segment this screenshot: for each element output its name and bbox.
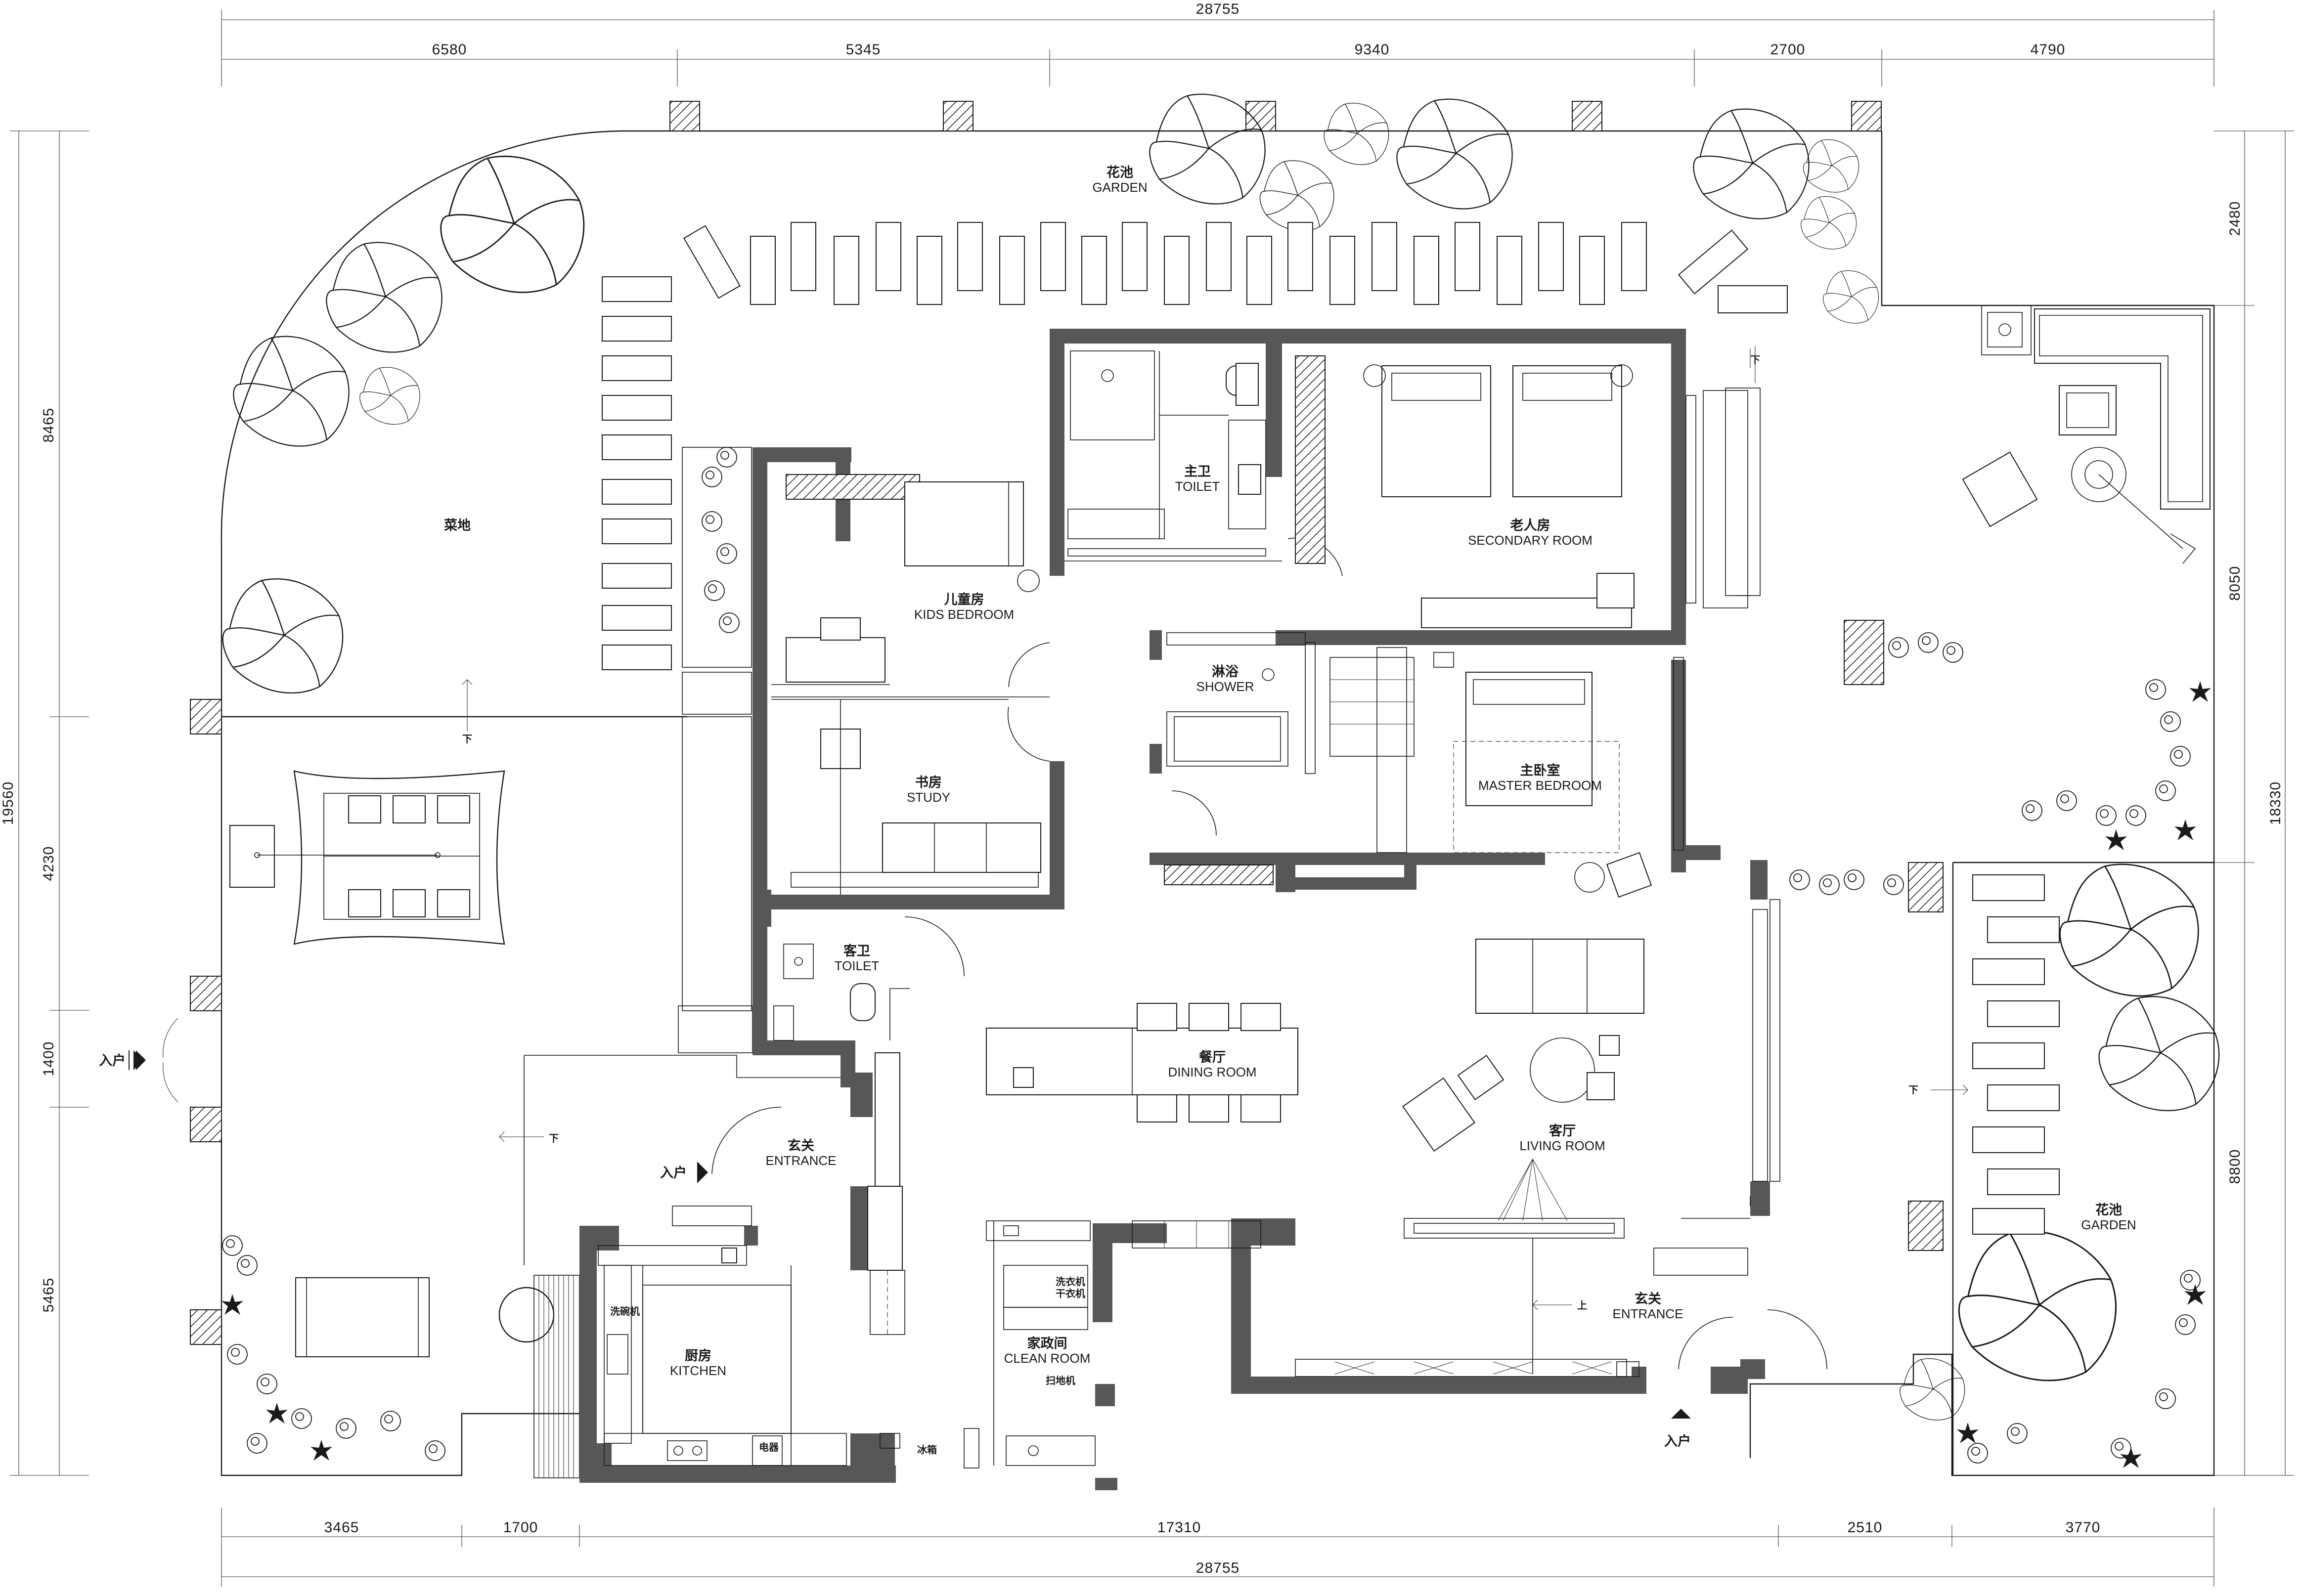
- dim-top-1: 6580: [432, 42, 467, 58]
- dim-bottom-1: 3465: [324, 1519, 359, 1536]
- label-study-en: STUDY: [907, 790, 950, 805]
- label-dryer: 干衣机: [1056, 1288, 1085, 1299]
- label-fridge: 冰箱: [917, 1444, 937, 1456]
- label-living-room-zh: 客厅: [1549, 1123, 1576, 1138]
- label-secondary-room-zh: 老人房: [1510, 518, 1550, 533]
- label-dishwasher: 洗碗机: [610, 1305, 640, 1317]
- label-down-east: 下: [1908, 1085, 1918, 1096]
- label-entry-center: 入户: [660, 1165, 687, 1180]
- planter-boxes: [678, 447, 753, 1053]
- dim-left-1: 8465: [41, 408, 57, 443]
- label-master-toilet-en: TOILET: [1175, 479, 1220, 494]
- dim-bottom-3: 17310: [1157, 1519, 1201, 1536]
- fence-posts: [190, 101, 1944, 1345]
- dim-left-4: 5465: [41, 1278, 57, 1313]
- dim-top-2: 5345: [846, 42, 881, 58]
- label-appliance: 电器: [759, 1442, 779, 1453]
- dim-bottom-total: 28755: [1196, 1560, 1239, 1576]
- dim-left-total: 19560: [0, 781, 16, 825]
- dim-left-2: 4230: [41, 846, 57, 881]
- label-robot-vacuum: 扫地机: [1046, 1375, 1075, 1386]
- label-vegetable-plot: 菜地: [443, 518, 471, 533]
- label-clean-room-en: CLEAN ROOM: [1004, 1351, 1091, 1366]
- room-labels: 花池 GARDEN 菜地 儿童房 KIDS BEDROOM 主卫 TOILET …: [443, 165, 2136, 1378]
- label-guest-toilet-en: TOILET: [835, 958, 880, 973]
- label-master-toilet-zh: 主卫: [1184, 464, 1211, 479]
- label-clean-room-zh: 家政间: [1027, 1336, 1067, 1351]
- pergola: [229, 770, 555, 1357]
- label-washer: 洗衣机: [1056, 1276, 1085, 1288]
- small-labels: 入户 入户 入户 下 下 下 下 上 洗碗机 洗衣机 干衣机 扫地机 电器 冰箱: [99, 355, 1918, 1456]
- label-entrance-east-en: ENTRANCE: [1612, 1306, 1683, 1321]
- entry-arrow-bottom: [1671, 1409, 1691, 1419]
- label-garden-east-en: GARDEN: [2081, 1217, 2136, 1232]
- label-garden-top-en: GARDEN: [1092, 180, 1147, 195]
- label-kids-bedroom-zh: 儿童房: [944, 592, 984, 607]
- garden-pavers: [602, 222, 2060, 1235]
- shrubs: [221, 447, 2211, 1468]
- dim-bottom-4: 2510: [1848, 1519, 1883, 1536]
- label-up: 上: [1577, 1300, 1587, 1311]
- label-guest-toilet-zh: 客卫: [843, 943, 870, 958]
- dim-left-3: 1400: [41, 1041, 57, 1077]
- label-entry-bottom: 入户: [1664, 1433, 1691, 1449]
- label-entrance-east-zh: 玄关: [1635, 1291, 1661, 1306]
- label-down-north: 下: [1750, 355, 1760, 366]
- label-entrance-west-zh: 玄关: [788, 1138, 814, 1153]
- entry-arrow-center: [697, 1162, 708, 1183]
- east-terrace: [1725, 305, 2211, 596]
- dim-bottom-5: 3770: [2066, 1519, 2101, 1536]
- arrows: [129, 346, 1968, 1419]
- dim-top-total: 28755: [1196, 1, 1239, 17]
- label-dining-room-zh: 餐厅: [1199, 1050, 1226, 1065]
- dim-top-4: 2700: [1770, 42, 1806, 58]
- dim-top-3: 9340: [1355, 42, 1390, 58]
- dim-right-3: 8800: [2227, 1149, 2243, 1184]
- dim-bottom-2: 1700: [503, 1519, 538, 1536]
- dim-right-2: 8050: [2227, 566, 2243, 601]
- label-secondary-room-en: SECONDARY ROOM: [1468, 533, 1593, 548]
- label-entry-left: 入户: [99, 1053, 126, 1068]
- walls: [579, 329, 1770, 1490]
- label-master-bedroom-en: MASTER BEDROOM: [1478, 778, 1602, 793]
- interior: [598, 350, 1827, 1468]
- label-down-garden: 下: [462, 734, 472, 745]
- dim-right-total: 18330: [2267, 781, 2284, 825]
- label-garden-east-zh: 花池: [2095, 1203, 2122, 1217]
- label-living-room-en: LIVING ROOM: [1519, 1138, 1605, 1153]
- label-kids-bedroom-en: KIDS BEDROOM: [914, 607, 1014, 622]
- west-path: [163, 1011, 850, 1478]
- label-study-zh: 书房: [915, 775, 942, 790]
- label-down-west: 下: [549, 1133, 559, 1144]
- label-entrance-west-en: ENTRANCE: [765, 1153, 836, 1168]
- label-garden-top-zh: 花池: [1106, 165, 1133, 180]
- dim-top-5: 4790: [2031, 42, 2066, 58]
- label-shower-en: SHOWER: [1196, 679, 1254, 694]
- entry-arrow-left: [129, 1050, 146, 1070]
- label-shower-zh: 淋浴: [1212, 664, 1239, 679]
- label-kitchen-en: KITCHEN: [670, 1363, 726, 1378]
- dim-right-1: 2480: [2227, 201, 2243, 236]
- label-master-bedroom-zh: 主卧室: [1520, 763, 1560, 778]
- label-dining-room-en: DINING ROOM: [1168, 1065, 1256, 1079]
- label-kitchen-zh: 厨房: [685, 1348, 711, 1363]
